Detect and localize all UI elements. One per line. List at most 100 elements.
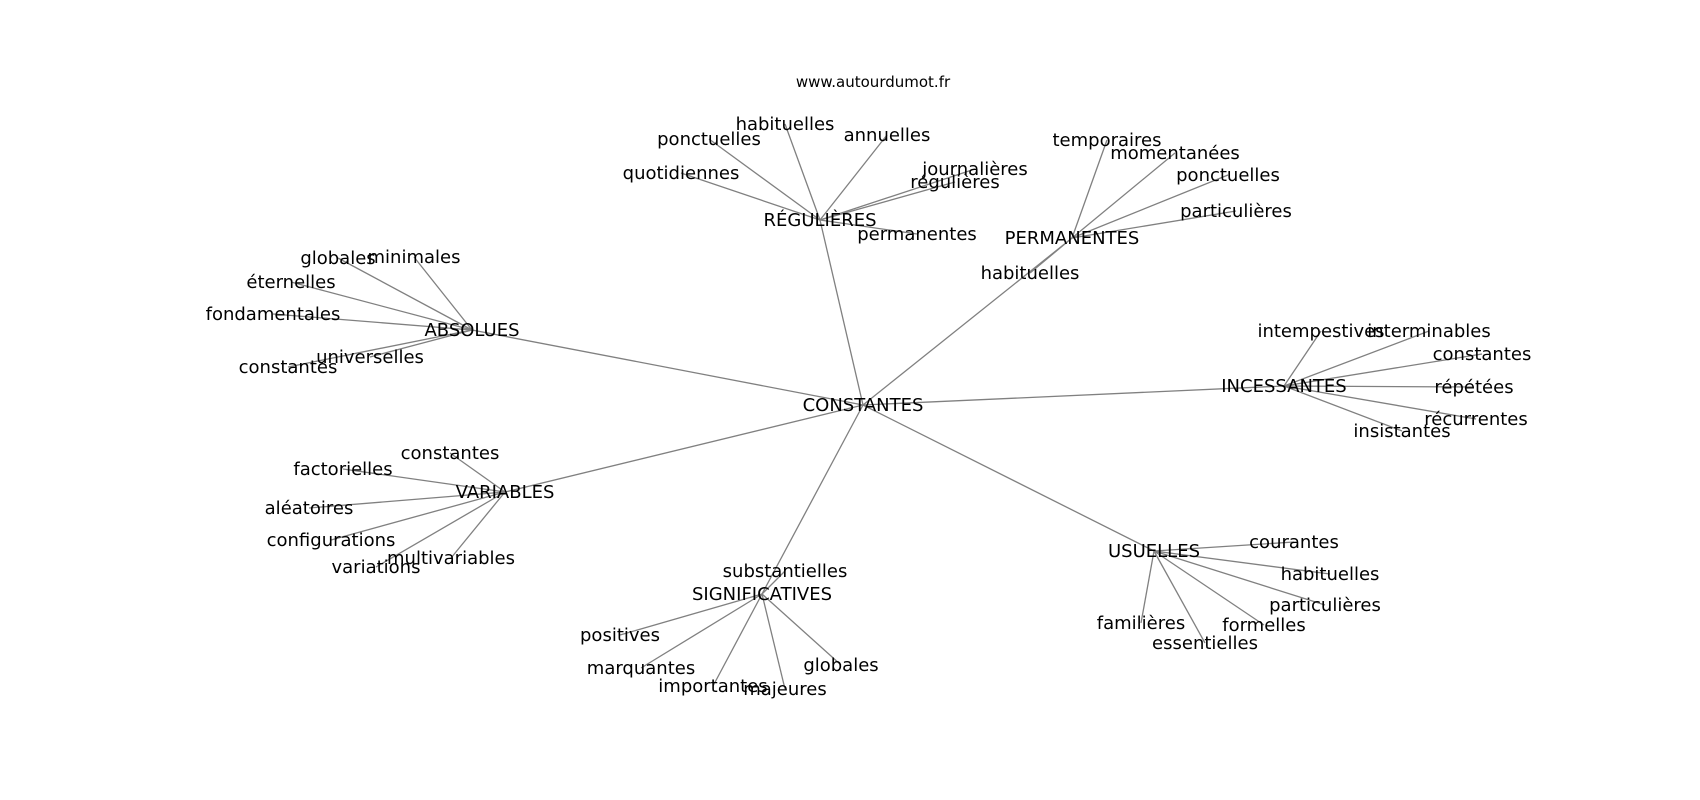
word-node[interactable]: multivariables [387, 548, 515, 569]
word-node[interactable]: habituelles [981, 263, 1080, 284]
edges [272, 123, 1483, 690]
word-node[interactable]: journalières [921, 159, 1027, 180]
edge-usuelles-word [1140, 550, 1155, 624]
hub-node-usuelles[interactable]: USUELLES [1108, 541, 1200, 562]
word-node[interactable]: constantes [401, 443, 500, 464]
word-node[interactable]: intempestives [1257, 321, 1384, 342]
word-node[interactable]: habituelles [1281, 564, 1380, 585]
word-node[interactable]: permanentes [857, 224, 977, 245]
edge-center-usuelles [862, 404, 1155, 552]
edge-incessantes-word [1283, 330, 1430, 387]
word-node[interactable]: insistantes [1353, 421, 1450, 442]
edge-regulieres-word [819, 168, 976, 221]
edge-incessantes-word [1283, 385, 1477, 420]
word-node[interactable]: annuelles [844, 125, 931, 146]
word-node[interactable]: fondamentales [206, 304, 341, 325]
word-node[interactable]: importantes [658, 676, 767, 697]
word-node[interactable]: variations [332, 557, 421, 578]
edge-variables-word [450, 491, 506, 559]
edge-absolues-word [272, 313, 473, 331]
center-node[interactable]: CONSTANTES [803, 395, 924, 416]
word-node[interactable]: configurations [267, 530, 396, 551]
word-node[interactable]: momentanées [1110, 143, 1240, 164]
edge-regulieres-word [680, 172, 821, 221]
edge-center-significatives [761, 404, 864, 595]
word-node[interactable]: substantielles [723, 561, 848, 582]
word-node[interactable]: universelles [316, 347, 424, 368]
word-node[interactable]: factorielles [293, 459, 392, 480]
word-node[interactable]: ponctuelles [657, 129, 761, 150]
word-node[interactable]: interminables [1367, 321, 1490, 342]
edge-variables-word [308, 491, 506, 509]
word-node[interactable]: régulières [910, 172, 999, 193]
word-node[interactable]: formelles [1222, 615, 1306, 636]
edge-permanentes-word [1029, 237, 1073, 274]
edge-usuelles-word [1153, 550, 1206, 644]
edge-usuelles-word [1153, 541, 1295, 552]
word-node[interactable]: éternelles [246, 272, 335, 293]
hub-node-significatives[interactable]: SIGNIFICATIVES [692, 584, 832, 605]
edge-variables-word [342, 468, 506, 493]
edge-absolues-word [369, 329, 473, 358]
edge-incessantes-word [1283, 330, 1322, 387]
edge-permanentes-word [1071, 174, 1229, 239]
word-node[interactable]: familières [1097, 613, 1185, 634]
hub-node-regulieres[interactable]: RÉGULIÈRES [763, 209, 876, 231]
edge-variables-word [330, 491, 506, 541]
word-node[interactable]: répétées [1434, 377, 1513, 398]
edge-regulieres-word [784, 123, 821, 221]
edge-incessantes-word [1283, 385, 1403, 432]
word-node[interactable]: minimales [368, 247, 461, 268]
word-node[interactable]: constantes [1433, 344, 1532, 365]
word-node[interactable]: récurrentes [1424, 409, 1527, 430]
edge-permanentes-word [1071, 152, 1176, 239]
edge-center-permanentes [862, 237, 1073, 406]
edge-incessantes-word [1283, 385, 1475, 388]
edge-permanentes-word [1071, 210, 1237, 239]
edge-center-absolues [471, 329, 864, 406]
edge-regulieres-word [819, 219, 918, 235]
edge-regulieres-word [819, 134, 888, 221]
edge-absolues-word [337, 257, 473, 331]
word-node[interactable]: temporaires [1053, 130, 1162, 151]
hub-node-incessantes[interactable]: INCESSANTES [1221, 376, 1346, 397]
word-node[interactable]: quotidiennes [623, 163, 740, 184]
hub-node-absolues[interactable]: ABSOLUES [424, 320, 519, 341]
edge-absolues-word [413, 256, 473, 331]
edge-usuelles-word [1153, 550, 1331, 575]
edge-absolues-word [287, 329, 473, 368]
edge-variables-word [449, 452, 506, 493]
edge-absolues-word [290, 281, 473, 331]
edge-incessantes-word [1283, 353, 1483, 387]
word-node[interactable]: particulières [1269, 595, 1381, 616]
word-node[interactable]: habituelles [736, 114, 835, 135]
word-node[interactable]: majeures [743, 679, 827, 700]
edge-significatives-word [712, 593, 763, 687]
edge-regulieres-word [708, 138, 821, 221]
word-node[interactable]: positives [580, 625, 660, 646]
edge-significatives-word [761, 593, 786, 690]
edge-significatives-word [761, 593, 842, 666]
word-node[interactable]: constantes [239, 357, 338, 378]
word-node[interactable]: courantes [1249, 532, 1339, 553]
edge-significatives-word [640, 593, 763, 669]
word-node[interactable]: essentielles [1152, 633, 1258, 654]
edge-center-incessantes [862, 385, 1285, 406]
edge-variables-word [375, 491, 506, 568]
word-node[interactable]: globales [300, 248, 375, 269]
edge-center-variables [504, 404, 864, 493]
edge-center-regulieres [819, 219, 864, 406]
hub-node-variables[interactable]: VARIABLES [456, 482, 555, 503]
hub-node-permanentes[interactable]: PERMANENTES [1005, 228, 1140, 249]
word-node[interactable]: globales [803, 655, 878, 676]
edge-significatives-word [761, 570, 786, 595]
edge-permanentes-word [1071, 139, 1108, 239]
word-node[interactable]: aléatoires [265, 498, 354, 519]
word-node[interactable]: marquantes [587, 658, 695, 679]
word-node[interactable]: ponctuelles [1176, 165, 1280, 186]
word-node[interactable]: particulières [1180, 201, 1292, 222]
edge-usuelles-word [1153, 550, 1326, 606]
site-credit[interactable]: www.autourdumot.fr [796, 73, 951, 91]
